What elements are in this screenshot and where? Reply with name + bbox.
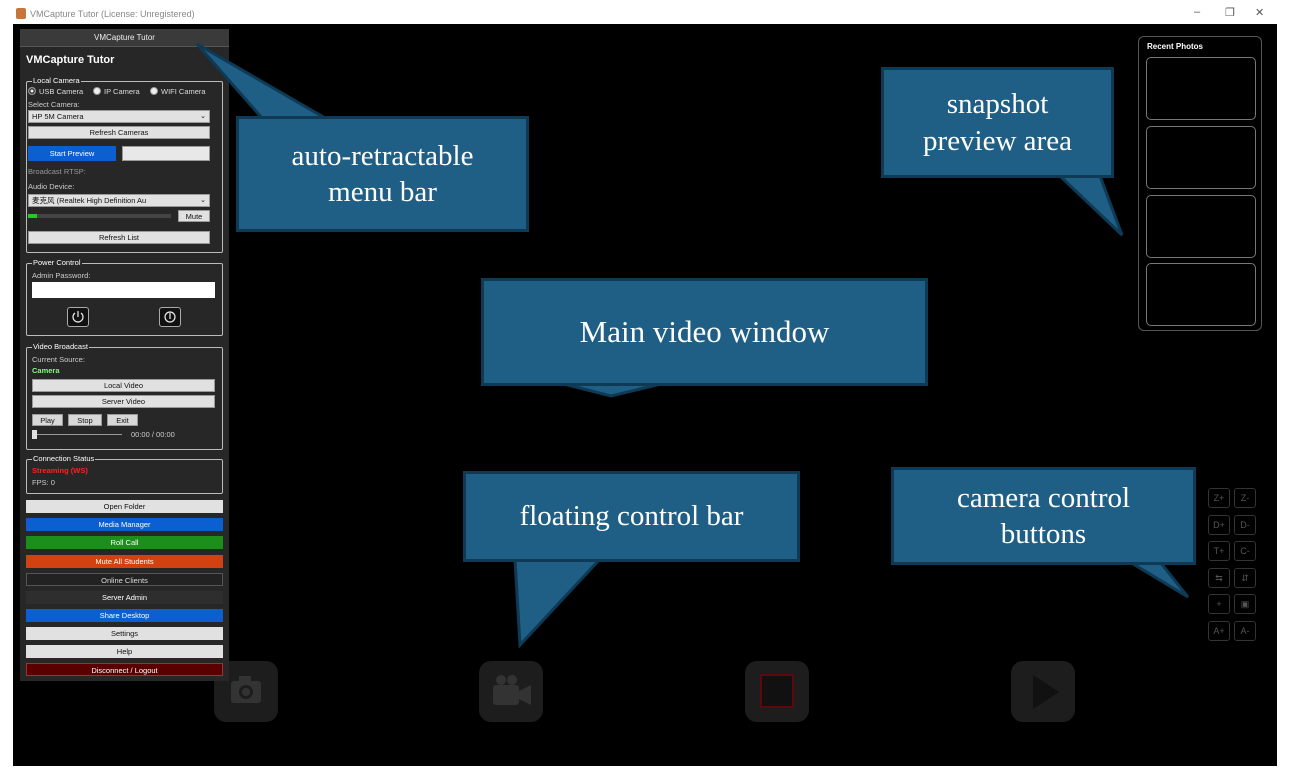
chevron-down-icon: ⌄	[200, 197, 206, 204]
share-desktop-button[interactable]: Share Desktop	[26, 609, 223, 622]
refresh-list-button[interactable]: Refresh List	[28, 231, 210, 244]
menu-panel: VMCapture Tutor VMCapture Tutor Local Ca…	[20, 29, 229, 681]
camera-control-button[interactable]: A-	[1234, 620, 1256, 641]
status-badge: Streaming (WS)	[32, 466, 88, 475]
server-admin-button[interactable]: Server Admin	[26, 591, 223, 604]
video-camera-icon[interactable]	[479, 661, 543, 722]
audio-device-label: Audio Device:	[28, 182, 75, 191]
camera-control-button[interactable]: Z-	[1234, 488, 1256, 508]
restart-icon	[164, 311, 176, 323]
mute-all-students-button[interactable]: Mute All Students	[26, 555, 223, 568]
close-button[interactable]: ✕	[1255, 7, 1265, 19]
settings-button[interactable]: Settings	[26, 627, 223, 640]
photo-slot[interactable]	[1146, 263, 1256, 326]
open-folder-button[interactable]: Open Folder	[26, 500, 223, 513]
recent-photos-panel: Recent Photos	[1138, 36, 1262, 331]
power-control-group: Power Control Admin Password:	[26, 258, 223, 336]
callout-floating-bar: floating control bar	[463, 471, 800, 562]
connection-status-title: Connection Status	[32, 454, 96, 463]
callout-main-video: Main video window	[481, 278, 928, 386]
radio-ip-camera[interactable]: IP Camera	[93, 87, 140, 96]
current-source-value: Camera	[32, 366, 60, 375]
audio-level-fill	[28, 214, 37, 218]
camera-control-button[interactable]: T+	[1208, 541, 1230, 561]
start-preview-button[interactable]: Start Preview	[28, 146, 116, 161]
help-button[interactable]: Help	[26, 645, 223, 658]
broadcast-rtsp-label: Broadcast RTSP:	[28, 167, 86, 176]
refresh-cameras-button[interactable]: Refresh Cameras	[28, 126, 210, 139]
power-button[interactable]	[67, 307, 89, 327]
audio-level-meter	[28, 214, 171, 218]
camera-control-button[interactable]: ⇵	[1234, 567, 1256, 588]
callout-snapshot-area: snapshot preview area	[881, 67, 1114, 178]
power-icon	[72, 311, 84, 323]
disconnect-logout-button[interactable]: Disconnect / Logout	[26, 663, 223, 676]
video-broadcast-title: Video Broadcast	[32, 342, 89, 351]
radio-usb-camera[interactable]: USB Camera	[28, 87, 83, 96]
local-camera-title: Local Camera	[32, 76, 81, 85]
roll-call-button[interactable]: Roll Call	[26, 536, 223, 549]
camera-control-button[interactable]: +	[1208, 594, 1230, 614]
video-broadcast-group: Video Broadcast Current Source: Camera L…	[26, 342, 223, 450]
exit-button[interactable]: Exit	[107, 414, 138, 426]
connection-status-group: Connection Status Streaming (WS) FPS: 0	[26, 454, 223, 494]
admin-password-input[interactable]	[32, 282, 215, 298]
title-bar: VMCapture Tutor (License: Unregistered) …	[13, 5, 1277, 24]
photo-slot[interactable]	[1146, 195, 1256, 258]
stop-icon[interactable]	[745, 661, 809, 722]
camera-control-button[interactable]: ▣	[1234, 594, 1256, 614]
minimize-button[interactable]: –	[1194, 6, 1201, 18]
power-control-title: Power Control	[32, 258, 82, 267]
app-icon	[16, 8, 26, 19]
current-source-label: Current Source:	[32, 355, 85, 364]
radio-dot-icon	[28, 87, 36, 95]
mute-button[interactable]: Mute	[178, 210, 210, 222]
restore-button[interactable]: ❐	[1225, 7, 1235, 19]
select-camera-label: Select Camera:	[28, 100, 80, 109]
callout-tail	[1056, 174, 1124, 237]
radio-dot-icon	[93, 87, 101, 95]
camera-control-button[interactable]: D-	[1234, 514, 1256, 535]
playback-slider[interactable]	[32, 430, 122, 439]
camera-control-button[interactable]: D+	[1208, 514, 1230, 535]
slider-handle[interactable]	[32, 430, 37, 439]
play-button[interactable]: Play	[32, 414, 63, 426]
secondary-preview-button[interactable]	[122, 146, 210, 161]
radio-wifi-camera[interactable]: WIFI Camera	[150, 87, 206, 96]
chevron-down-icon: ⌄	[200, 113, 206, 120]
recent-photos-title: Recent Photos	[1147, 42, 1204, 51]
camera-control-button[interactable]: C-	[1234, 541, 1256, 561]
online-clients-button[interactable]: Online Clients	[26, 573, 223, 586]
media-manager-button[interactable]: Media Manager	[26, 518, 223, 531]
camera-control-button[interactable]: Z+	[1208, 488, 1230, 508]
callout-tail	[1124, 560, 1190, 599]
playback-time: 00:00 / 00:00	[131, 430, 175, 439]
callout-tail	[195, 42, 331, 120]
photo-slot[interactable]	[1146, 57, 1256, 120]
camera-select[interactable]: HP 5M Camera⌄	[28, 110, 210, 123]
admin-password-label: Admin Password:	[32, 271, 91, 280]
callout-menu-bar: auto-retractable menu bar	[236, 116, 529, 232]
stop-button[interactable]: Stop	[68, 414, 102, 426]
local-camera-group: Local Camera USB Camera IP Camera WIFI C…	[26, 76, 223, 253]
server-video-button[interactable]: Server Video	[32, 395, 215, 408]
camera-control-button[interactable]: A+	[1208, 620, 1230, 641]
photo-slot[interactable]	[1146, 126, 1256, 189]
callout-camera-buttons: camera control buttons	[891, 467, 1196, 565]
audio-device-select[interactable]: 麦克风 (Realtek High Definition Au⌄	[28, 194, 210, 207]
fps-readout: FPS: 0	[32, 478, 55, 487]
play-icon[interactable]	[1011, 661, 1075, 722]
radio-dot-icon	[150, 87, 158, 95]
local-video-button[interactable]: Local Video	[32, 379, 215, 392]
app-name: VMCapture Tutor	[26, 54, 115, 66]
window-title: VMCapture Tutor (License: Unregistered)	[30, 9, 195, 19]
restart-button[interactable]	[159, 307, 181, 327]
camera-control-button[interactable]: ⇆	[1208, 567, 1230, 588]
callout-tail	[513, 557, 604, 649]
panel-header[interactable]: VMCapture Tutor	[20, 29, 229, 47]
